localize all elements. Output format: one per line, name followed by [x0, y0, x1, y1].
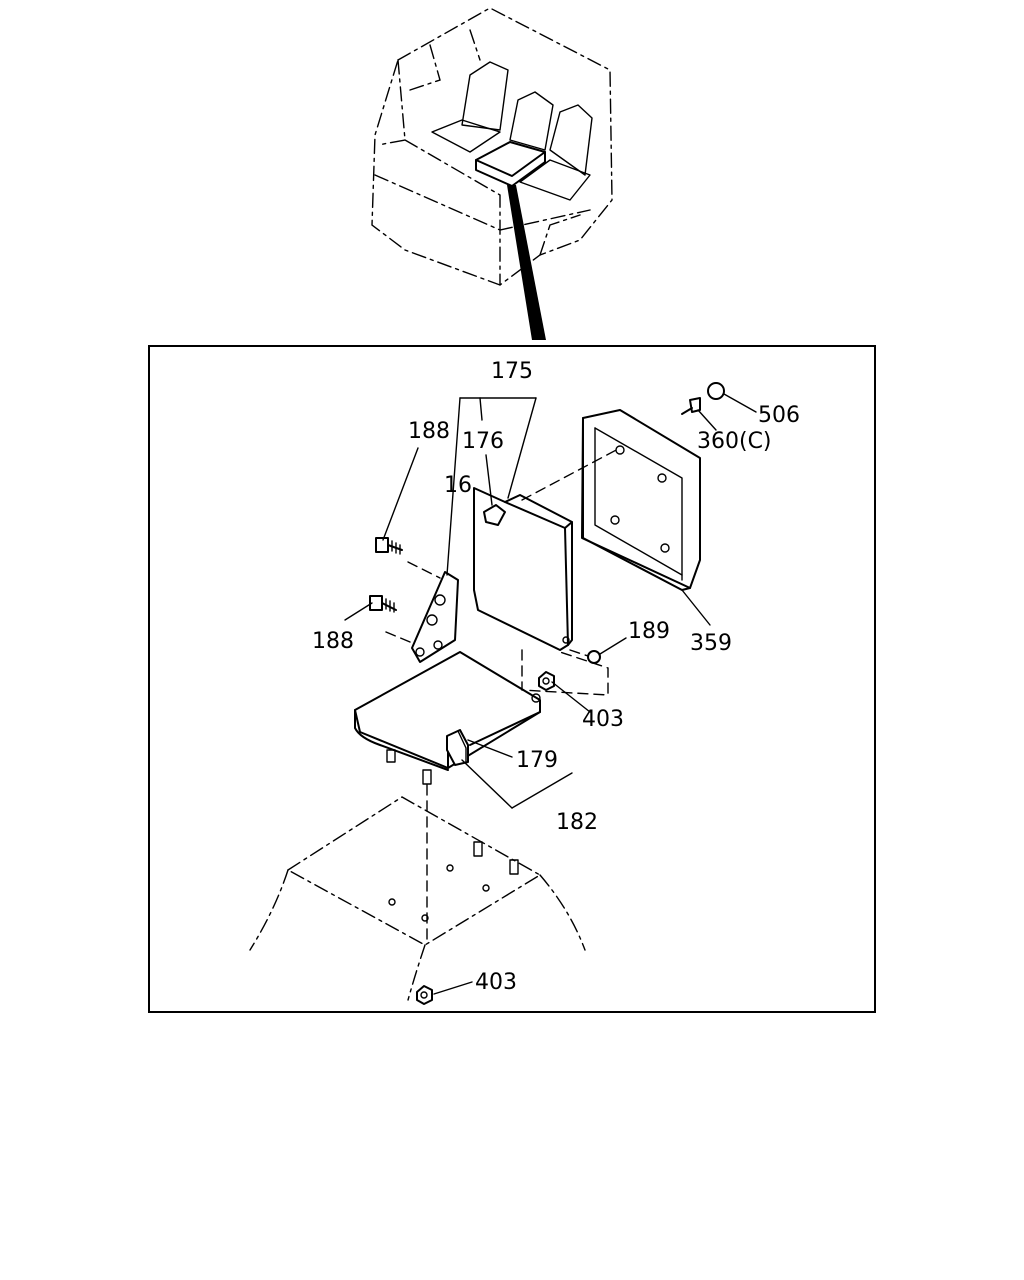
bolt-188-upper	[375, 537, 403, 555]
label-182: 182	[556, 810, 598, 835]
screw-360c	[681, 397, 701, 415]
label-175: 175	[491, 359, 533, 384]
back-cover-359	[521, 409, 701, 591]
label-506: 506	[758, 403, 800, 428]
label-188-lower: 188	[312, 629, 354, 654]
label-403-lower: 403	[475, 970, 517, 995]
hinge-bracket-16	[385, 561, 459, 663]
callout-labels: 175 188 176 16 506 360(C) 188 189 359 40…	[312, 359, 800, 995]
label-360c: 360(C)	[697, 429, 772, 454]
seat-back-176	[473, 487, 573, 651]
diagram-frame	[148, 345, 876, 1013]
label-16: 16	[444, 473, 472, 498]
pointer-wedge	[507, 185, 546, 340]
latch-179	[446, 729, 469, 766]
label-359: 359	[690, 631, 732, 656]
cab-seats	[431, 61, 593, 201]
label-188-upper: 188	[408, 419, 450, 444]
leader-lines	[344, 393, 757, 995]
label-189: 189	[628, 619, 670, 644]
label-179: 179	[516, 748, 558, 773]
label-403-upper: 403	[582, 707, 624, 732]
bolt-188-lower	[369, 595, 397, 613]
label-176: 176	[462, 429, 504, 454]
cap-506	[707, 382, 725, 400]
cab-overview	[371, 7, 613, 340]
nut-403-lower	[416, 985, 433, 1005]
seat-cushion	[354, 651, 541, 946]
nut-403-upper	[521, 649, 609, 703]
floor-base	[249, 796, 586, 1001]
